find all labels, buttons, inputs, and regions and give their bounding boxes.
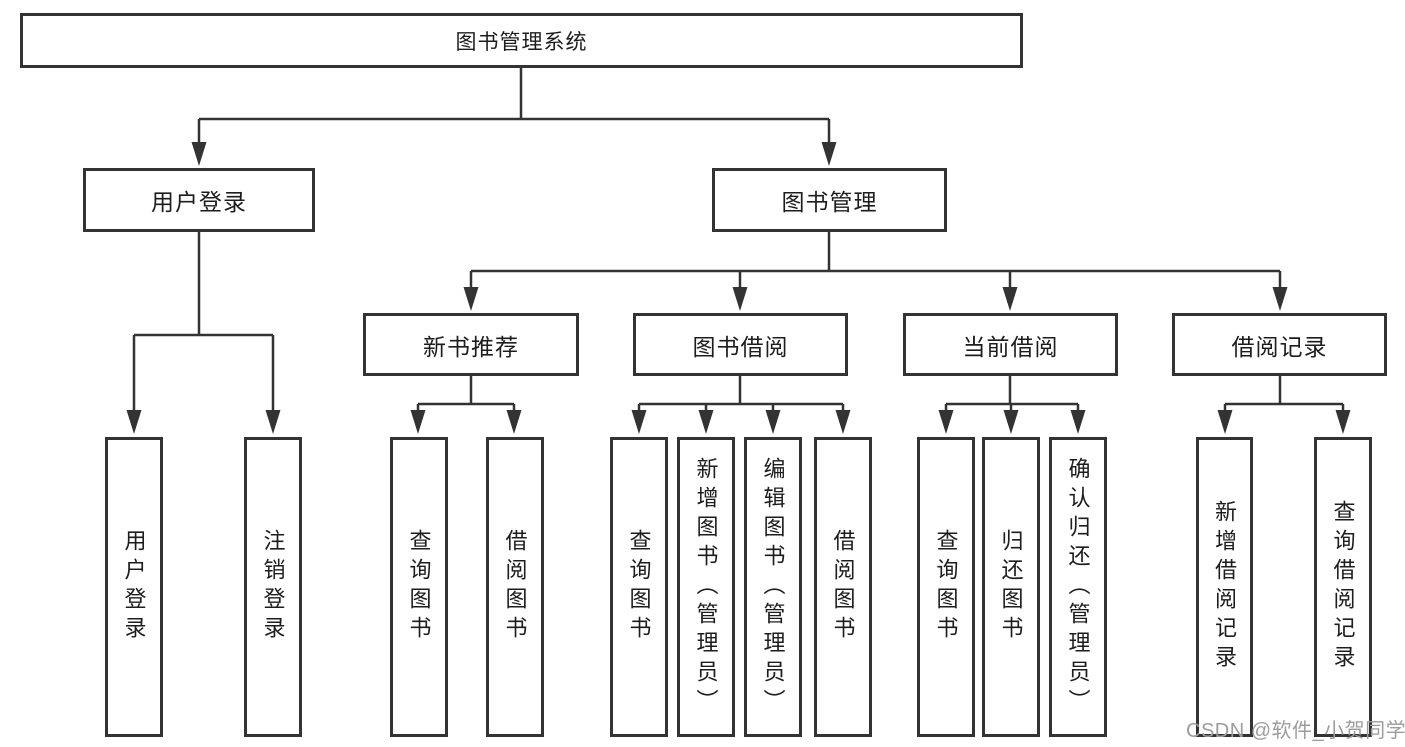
leaf-borrow-books-recommend-label: 借阅图书 [502,529,528,645]
connector-paths [132,68,1345,418]
node-user-login: 用户登录 [83,168,315,232]
leaf-query-books-borrow: 查询图书 [610,437,668,737]
leaf-query-books-current: 查询图书 [917,437,975,737]
leaf-borrow-books: 借阅图书 [814,437,872,737]
leaf-user-login-label: 用户登录 [121,529,147,645]
node-book-borrow: 图书借阅 [633,313,848,376]
leaf-add-books-admin-label: 新增图书（管理员） [693,456,719,718]
node-current-borrow: 当前借阅 [903,313,1118,376]
leaf-edit-books-admin: 编辑图书（管理员） [744,437,802,737]
node-current-borrow-label: 当前借阅 [962,333,1059,360]
leaf-query-books-borrow-label: 查询图书 [626,529,652,645]
node-book-management-label: 图书管理 [781,189,878,215]
leaf-query-books-current-label: 查询图书 [933,529,959,645]
leaf-query-borrow-record-label: 查询借阅记录 [1330,500,1356,674]
node-new-book-recommend: 新书推荐 [363,313,579,376]
node-borrow-records-label: 借阅记录 [1231,333,1328,360]
node-borrow-records: 借阅记录 [1172,313,1387,376]
leaf-return-books: 归还图书 [982,437,1040,737]
leaf-edit-books-admin-label: 编辑图书（管理员） [760,456,786,718]
node-book-management: 图书管理 [712,168,947,232]
leaf-confirm-return-admin-label: 确认归还（管理员） [1065,456,1091,718]
node-root: 图书管理系统 [20,13,1023,68]
leaf-user-login: 用户登录 [105,437,163,737]
leaf-logout: 注销登录 [244,437,302,737]
node-new-book-recommend-label: 新书推荐 [423,333,519,360]
leaf-add-books-admin: 新增图书（管理员） [677,437,735,737]
leaf-return-books-label: 归还图书 [998,529,1024,645]
leaf-confirm-return-admin: 确认归还（管理员） [1049,437,1107,737]
leaf-borrow-books-recommend: 借阅图书 [486,437,544,737]
node-book-borrow-label: 图书借阅 [692,333,789,360]
node-user-login-label: 用户登录 [151,189,247,215]
leaf-add-borrow-record: 新增借阅记录 [1196,437,1253,737]
arrowheads [126,142,1351,434]
node-root-label: 图书管理系统 [455,30,588,54]
leaf-query-books-recommend-label: 查询图书 [406,529,432,645]
leaf-add-borrow-record-label: 新增借阅记录 [1212,500,1238,674]
leaf-query-borrow-record: 查询借阅记录 [1314,437,1372,737]
csdn-watermark: CSDN @软件_小贺同学 [1186,720,1405,742]
leaf-borrow-books-label: 借阅图书 [830,529,856,645]
leaf-query-books-recommend: 查询图书 [390,437,448,737]
leaf-logout-label: 注销登录 [260,529,286,645]
